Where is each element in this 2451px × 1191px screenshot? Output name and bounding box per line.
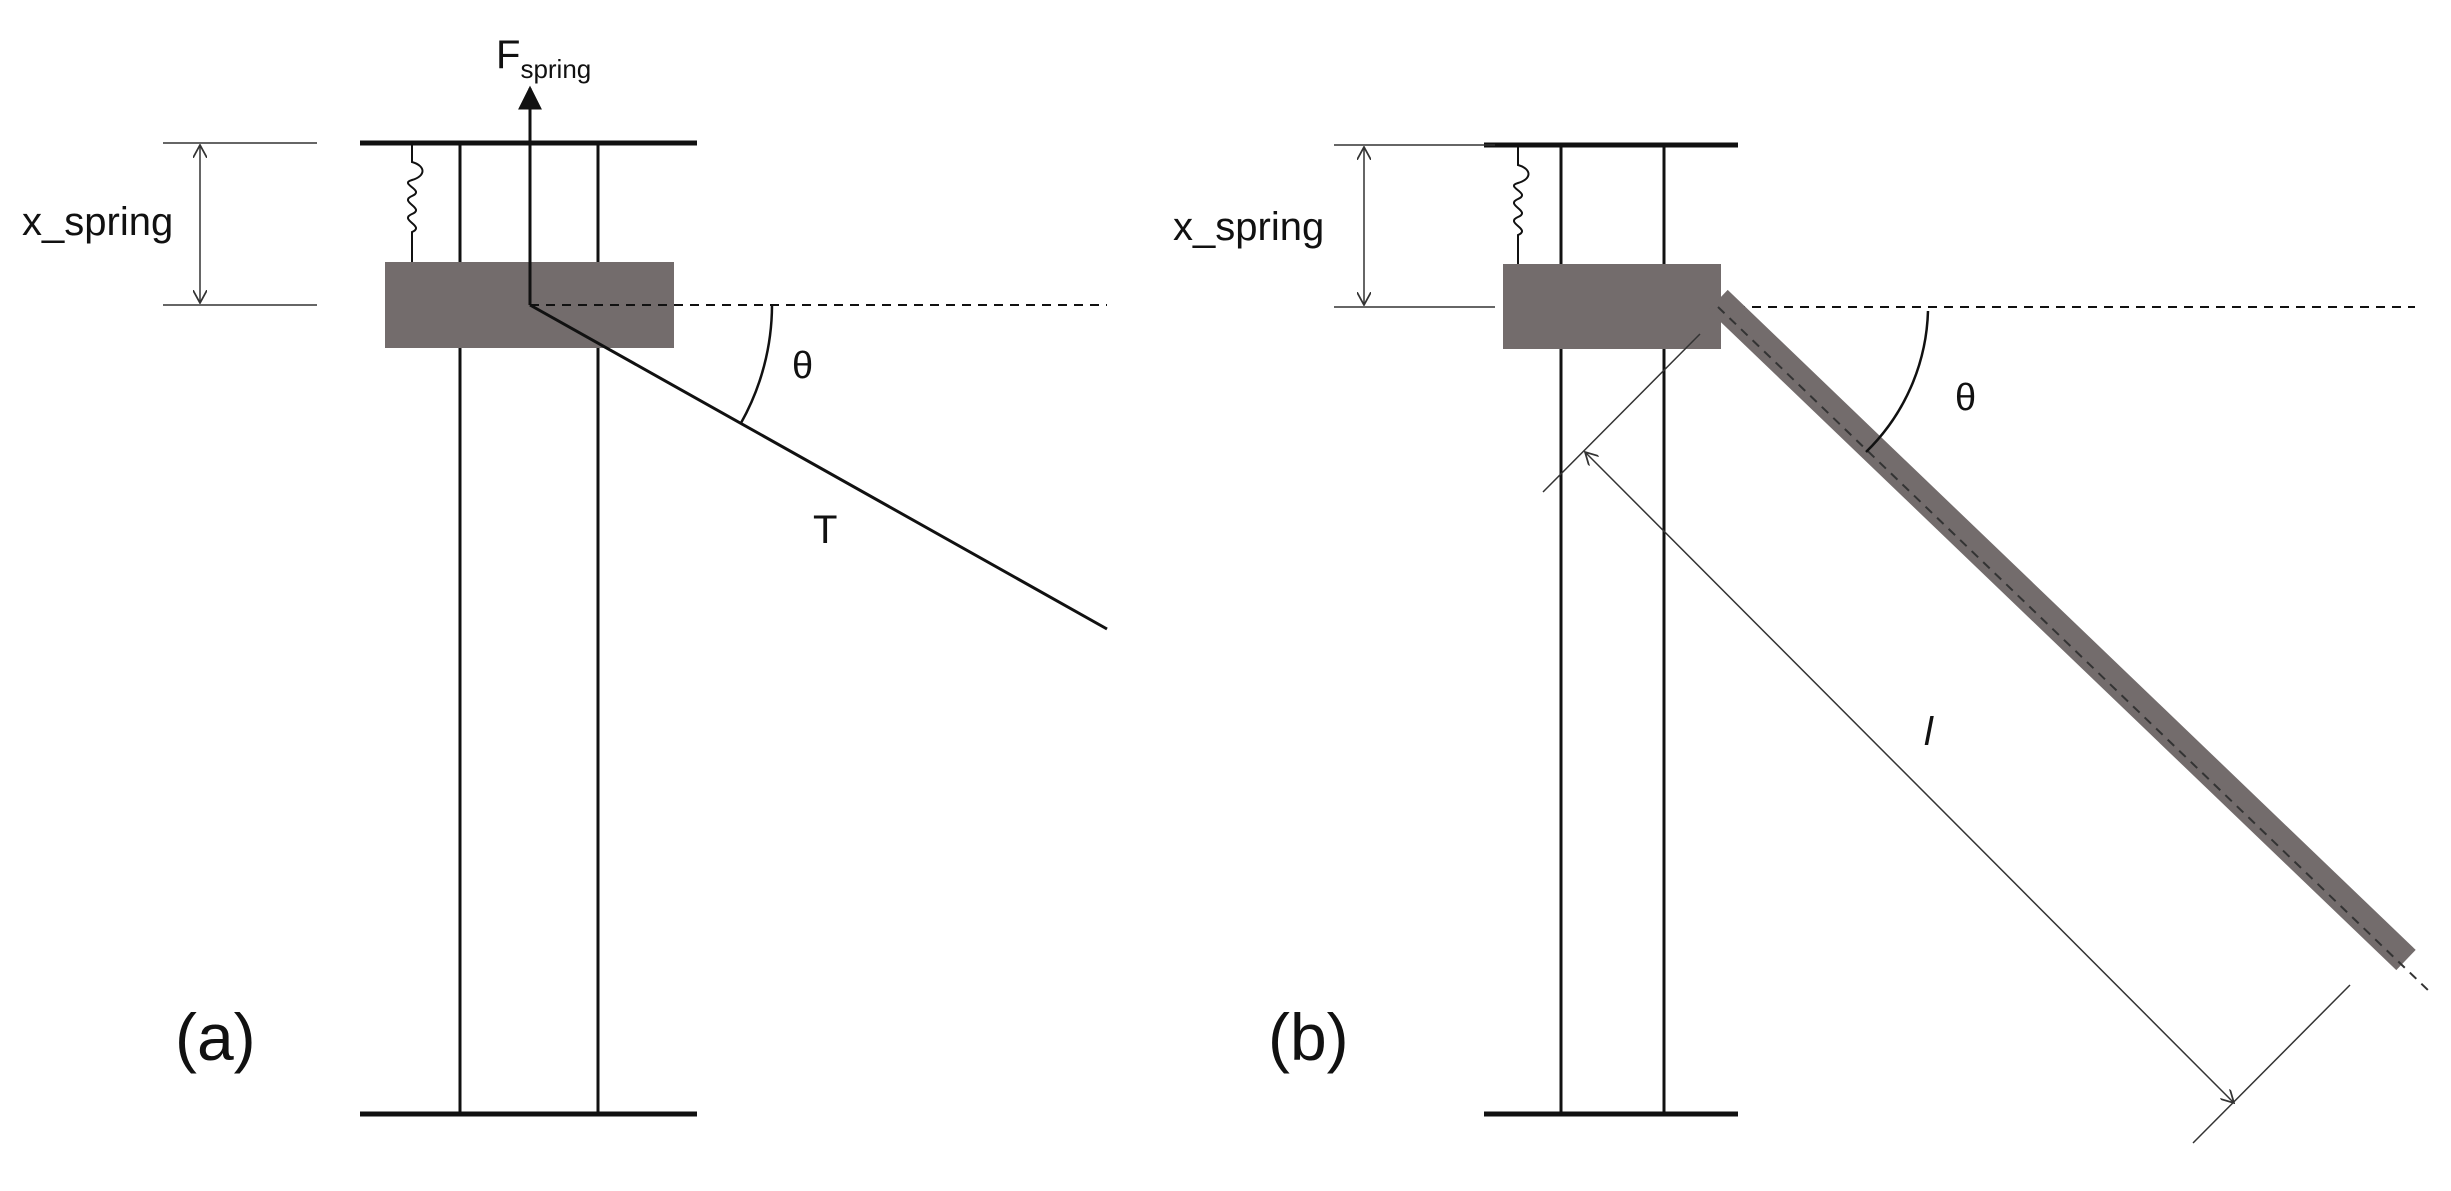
angle-arc-b: [1865, 310, 1930, 453]
x-spring-label-a: x_spring: [22, 200, 173, 244]
force-label-a: Fspring: [496, 33, 591, 84]
theta-label-b: θ: [1955, 377, 1976, 419]
force-label-main: F: [496, 33, 520, 77]
spring-b: [1513, 145, 1530, 264]
tension-label-a: T: [813, 508, 837, 552]
slider-block-b: [1503, 264, 1721, 349]
rod-b: [1708, 289, 2416, 971]
x-spring-label-b: x_spring: [1173, 205, 1324, 249]
spring-a: [407, 143, 424, 262]
panel-b: x_spring θ l (b): [1173, 142, 2431, 1144]
dim-ext-start-b: [1542, 333, 1701, 493]
rope-a: [529, 303, 1108, 631]
length-label-b: l: [1924, 710, 1934, 754]
force-label-sub: spring: [520, 54, 591, 84]
panel-a: x_spring Fspring θ T (a): [22, 33, 1108, 1117]
rod-centerline-b: [1717, 306, 2431, 993]
dim-ext-end-b: [2192, 984, 2351, 1144]
panel-label-a: (a): [175, 1000, 256, 1074]
dim-arrow-b: [1585, 452, 2234, 1103]
theta-label-a: θ: [792, 345, 813, 387]
panel-label-b: (b): [1268, 1000, 1349, 1074]
angle-arc-a: [739, 304, 774, 424]
